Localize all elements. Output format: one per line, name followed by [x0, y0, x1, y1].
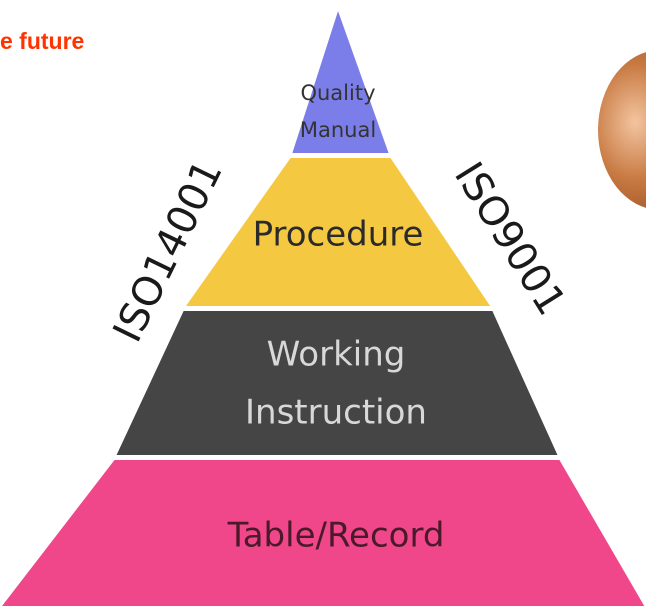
pyramid-tier-quality-manual [289, 4, 392, 155]
tier-label-quality-line-1: Quality [300, 81, 375, 105]
tier-label-procedure: Procedure [253, 215, 424, 255]
decorative-orb [598, 52, 646, 208]
tier-label-table-record: Table/Record [227, 516, 445, 556]
tier-label-working-line-2: Instruction [245, 393, 427, 433]
pyramid-tier-table-record [0, 458, 646, 607]
tier-label-quality-line-2: Manual [300, 118, 376, 142]
pyramid-tier-procedure [182, 156, 494, 308]
tier-label-working-line-1: Working [267, 335, 406, 375]
pyramid-tier-working-instruction [113, 309, 561, 457]
slide-title-fragment: e future [0, 28, 85, 54]
